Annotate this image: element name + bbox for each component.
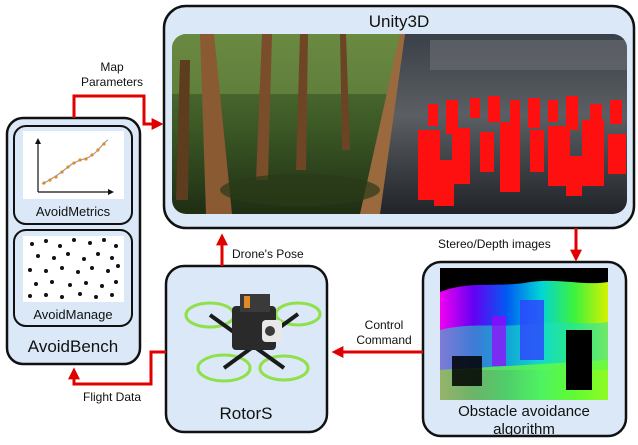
stereo-depth-label: Stereo/Depth images: [438, 237, 551, 251]
unity-render-images: [172, 34, 627, 214]
obstacle-dots-icon: [28, 238, 120, 299]
flight-data-arrow: [68, 350, 166, 386]
obstacle-title-line1: Obstacle avoidance: [458, 403, 590, 420]
map-parameters-label-2: Parameters: [81, 75, 143, 89]
control-command-label-2: Command: [356, 333, 411, 347]
map-parameters-label-1: Map: [100, 60, 124, 74]
avoidbench-title: AvoidBench: [28, 337, 118, 356]
control-command-label-1: Control: [365, 318, 404, 332]
obstacle-title-line2: algorithm: [493, 421, 555, 438]
map-parameters-arrow: [72, 94, 164, 130]
drone-pose-label: Drone's Pose: [232, 247, 304, 261]
rotors-title: RotorS: [220, 404, 273, 423]
metrics-plot-icon: [35, 138, 114, 195]
drone-image: [184, 294, 322, 383]
unity3d-box: Unity3D: [162, 4, 636, 230]
avoidbench-box: AvoidMetrics AvoidManage AvoidBench: [5, 116, 142, 366]
flight-data-label: Flight Data: [83, 390, 141, 404]
depth-pillars-scene-image: [380, 34, 627, 214]
depth-pointcloud-image: [440, 268, 608, 400]
rotors-box: RotorS: [164, 264, 329, 434]
arrows: [68, 94, 582, 386]
unity3d-title: Unity3D: [369, 12, 429, 31]
obstacle-avoidance-box: Obstacle avoidance algorithm: [421, 260, 628, 438]
avoidmanage-panel: AvoidManage: [13, 229, 133, 327]
avoidmanage-label: AvoidManage: [33, 307, 112, 322]
avoidmetrics-label: AvoidMetrics: [36, 204, 111, 219]
avoidmetrics-panel: AvoidMetrics: [13, 125, 133, 225]
